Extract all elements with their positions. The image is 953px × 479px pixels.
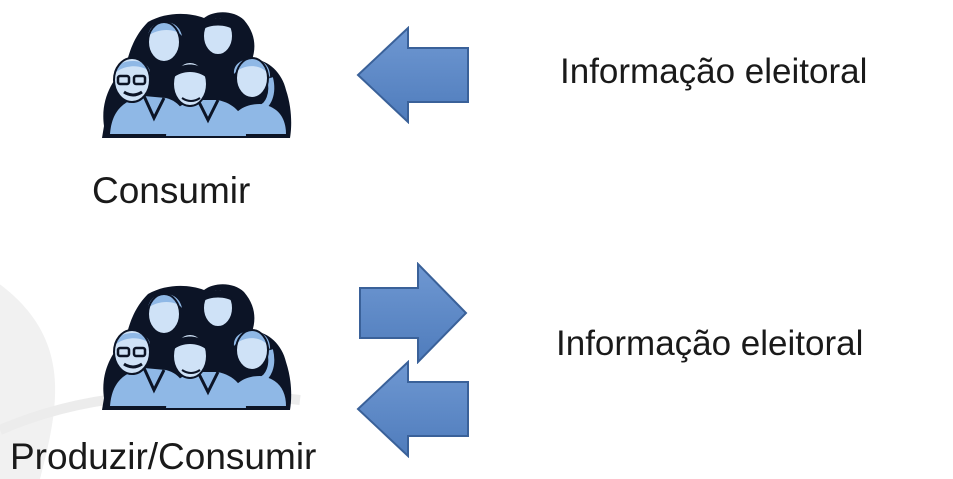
- consumir-label: Consumir: [92, 170, 251, 211]
- arrow-right-icon: [359, 262, 468, 364]
- info-text-bottom: Informação eleitoral: [556, 324, 864, 363]
- arrow-left-bottom-icon: [356, 360, 469, 458]
- people-group-bottom-icon: [102, 284, 292, 410]
- produzir-consumir-label: Produzir/Consumir: [10, 436, 317, 477]
- people-group-top-icon: [102, 12, 292, 138]
- arrow-left-icon: [356, 26, 469, 124]
- info-text-top: Informação eleitoral: [560, 52, 868, 91]
